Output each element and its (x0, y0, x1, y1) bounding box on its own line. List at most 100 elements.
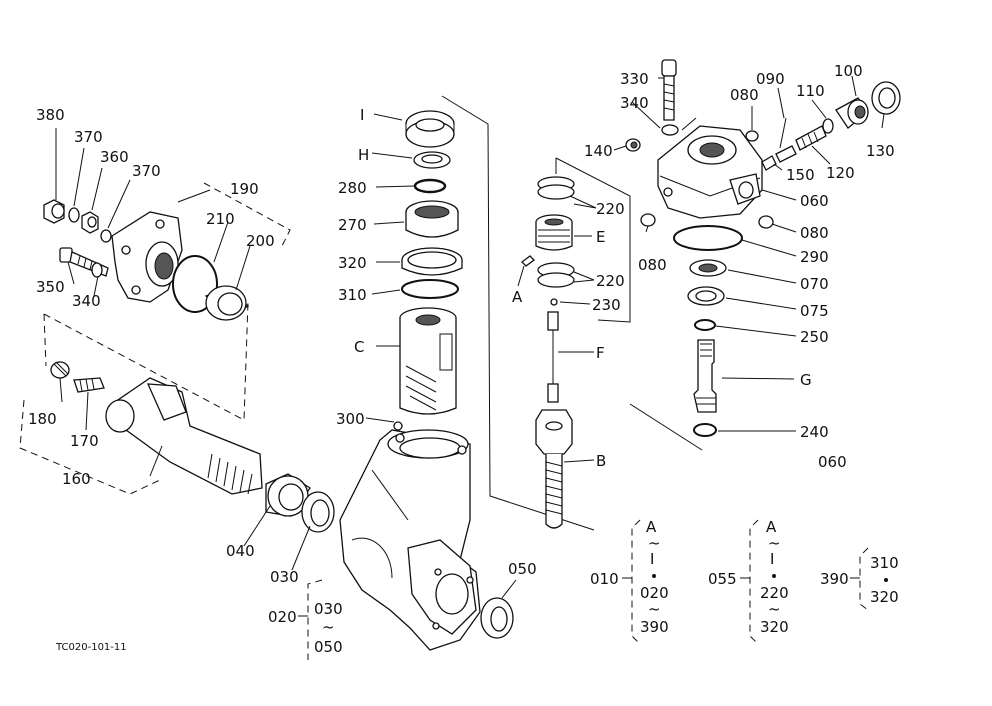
o-ring-210 (172, 255, 218, 313)
callout-150: 150 (786, 166, 815, 184)
bolt-330 (661, 59, 677, 121)
valve-spool-assembly (521, 157, 631, 529)
callout-090: 090 (756, 70, 785, 88)
callout-140: 140 (584, 142, 613, 160)
callout-080-b: 080 (800, 224, 829, 242)
callout-200: 200 (246, 232, 275, 250)
group-055-i: I (770, 550, 774, 568)
group-010-label: 010 (590, 570, 619, 588)
oil-seal-050 (480, 597, 514, 639)
torsion-bar-F (547, 311, 559, 403)
callout-030-a: 030 (270, 568, 299, 586)
callout-330: 330 (620, 70, 649, 88)
callout-110: 110 (796, 82, 825, 100)
nut-380 (43, 199, 65, 224)
valve-090 (775, 117, 797, 163)
shaft-G (693, 339, 717, 413)
gear-box-housing (339, 421, 481, 651)
callout-290: 290 (800, 248, 829, 266)
plug-080-left (640, 213, 656, 227)
callout-100: 100 (834, 62, 863, 80)
group-390-dot (884, 578, 888, 582)
plug-080-right (758, 215, 774, 229)
plug-140 (625, 138, 641, 152)
ball-230 (550, 298, 558, 306)
group-055-from: 220 (760, 584, 789, 602)
callout-300: 300 (336, 410, 365, 428)
seat-150 (761, 155, 777, 171)
callout-070: 070 (800, 275, 829, 293)
group-010-to: 390 (640, 618, 669, 636)
adjust-screw-180 (50, 361, 70, 379)
callout-060-a: 060 (800, 192, 829, 210)
valve-housing-060 (625, 59, 901, 251)
callout-080-c: 080 (638, 256, 667, 274)
seal-070 (689, 259, 727, 277)
snap-ring-240 (693, 423, 717, 437)
group-010-from: 020 (640, 584, 669, 602)
washer-H (413, 151, 451, 169)
washer-340-a (91, 262, 103, 278)
ring-110 (822, 118, 834, 134)
group-010-a: A (646, 518, 657, 536)
group-055-dot (772, 574, 776, 578)
plug-080-top (745, 130, 759, 142)
group-055-to: 320 (760, 618, 789, 636)
leader-lines (55, 75, 885, 599)
plug-100 (835, 97, 869, 129)
group-055-tilde: ~ (768, 534, 781, 552)
callout-190: 190 (230, 180, 259, 198)
callout-I: I (360, 106, 364, 124)
bearing-I (405, 110, 455, 148)
callout-labels: 380 370 360 370 190 210 200 350 340 180 … (28, 62, 899, 656)
group-brackets (298, 519, 869, 660)
callout-340-b: 340 (620, 94, 649, 112)
washer-340-b (661, 124, 679, 136)
ring-320 (401, 247, 463, 276)
group-020-tilde: ~ (322, 618, 335, 636)
group-020-from: 030 (314, 600, 343, 618)
spool-E (535, 214, 573, 251)
callout-130: 130 (866, 142, 895, 160)
callout-080-a: 080 (730, 86, 759, 104)
callout-370-b: 370 (132, 162, 161, 180)
callout-350: 350 (36, 278, 65, 296)
group-010-tilde-1: ~ (648, 534, 661, 552)
needle-bearing-200 (204, 285, 250, 321)
group-390-label: 390 (820, 570, 849, 588)
group-bracket-160 (43, 301, 249, 421)
callout-370-a: 370 (74, 128, 103, 146)
callout-230: 230 (592, 296, 621, 314)
group-390-from: 310 (870, 554, 899, 572)
callout-F: F (596, 344, 605, 362)
group-390-to: 320 (870, 588, 899, 606)
washer-370-a (68, 207, 80, 223)
callout-120: 120 (826, 164, 855, 182)
worm-shaft-B (535, 409, 573, 529)
callout-220-a: 220 (596, 200, 625, 218)
group-055-label: 055 (708, 570, 737, 588)
oil-seal-030 (301, 491, 335, 533)
callout-060-b: 060 (818, 453, 847, 471)
group-010-i: I (650, 550, 654, 568)
callout-340-a: 340 (72, 292, 101, 310)
washer-370-b (100, 229, 112, 243)
callout-210: 210 (206, 210, 235, 228)
group-010-dot (652, 574, 656, 578)
callout-360: 360 (100, 148, 129, 166)
adjust-bolt-170 (73, 377, 105, 393)
callout-160: 160 (62, 470, 91, 488)
callout-B: B (596, 452, 606, 470)
callout-280: 280 (338, 179, 367, 197)
callout-240: 240 (800, 423, 829, 441)
callout-380: 380 (36, 106, 65, 124)
callout-220-b: 220 (596, 272, 625, 290)
bearing-075 (687, 286, 725, 306)
group-010-tilde-2: ~ (648, 600, 661, 618)
snap-ring-250 (694, 319, 716, 331)
callout-250: 250 (800, 328, 829, 346)
cap-130 (871, 81, 901, 115)
o-ring-310 (401, 279, 459, 299)
callout-C: C (354, 338, 364, 356)
